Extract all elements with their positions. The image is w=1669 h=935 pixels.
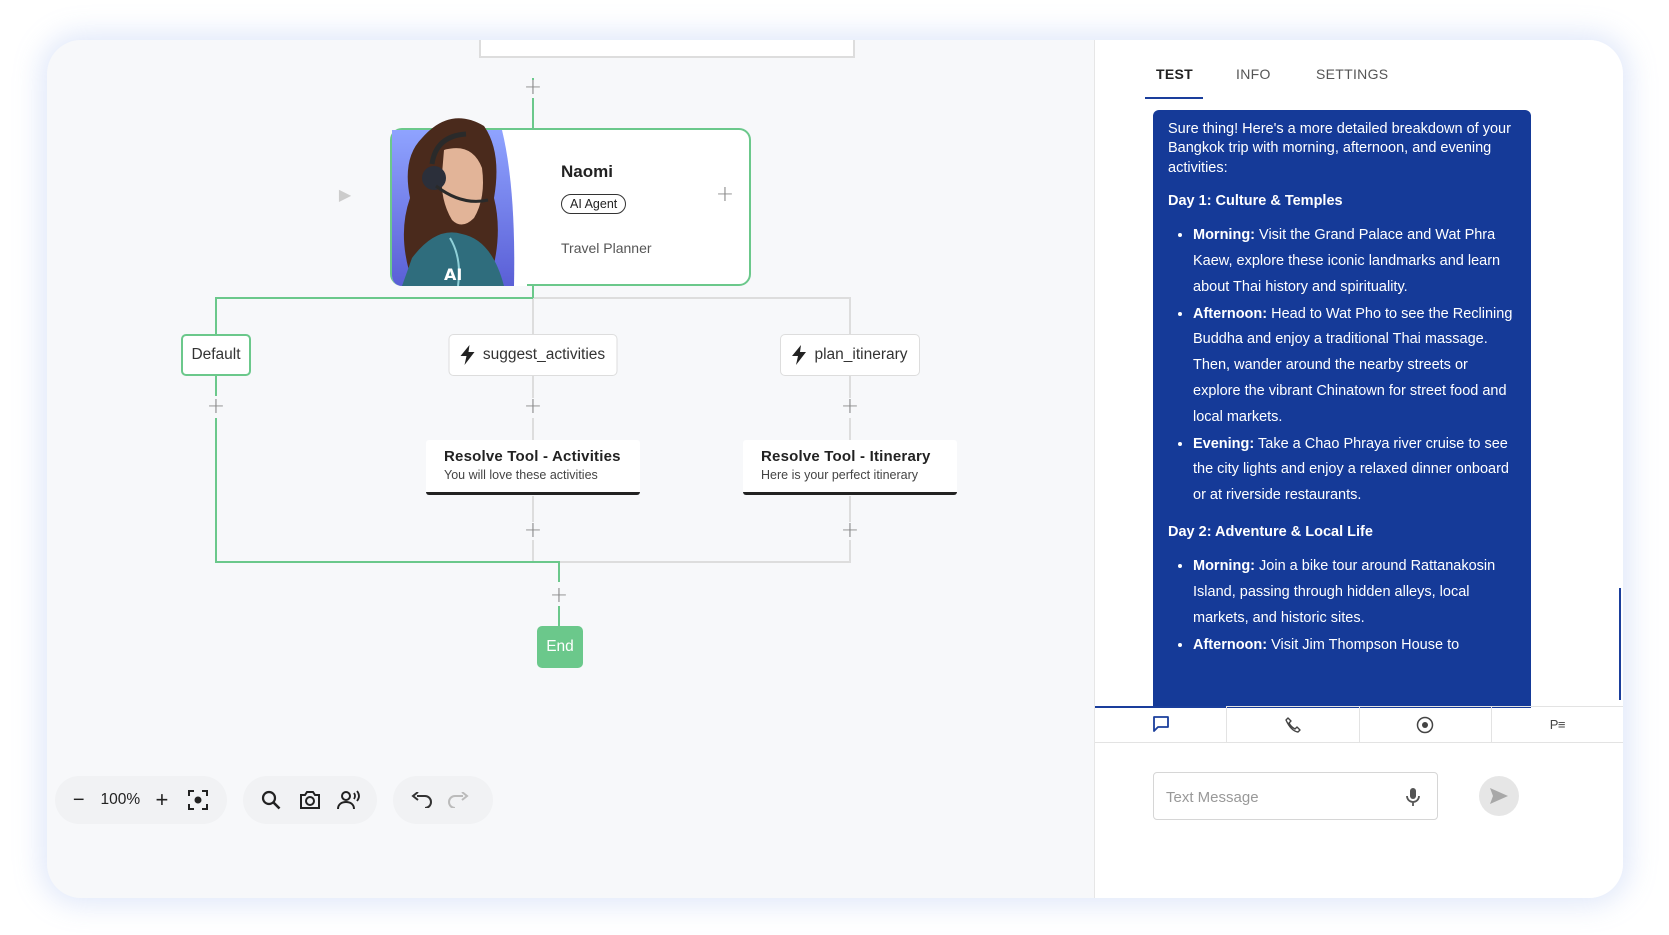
tab-test[interactable]: TEST [1156,66,1193,82]
previous-node[interactable] [479,40,855,58]
focus-icon [188,790,209,810]
tool-subtitle: Here is your perfect itinerary [761,468,919,482]
mic-button[interactable] [1401,785,1425,809]
agent-name: Naomi [561,162,613,181]
connector-active [215,418,560,582]
send-button[interactable] [1479,776,1519,816]
chat-scrollbar[interactable] [1619,588,1621,700]
message-input[interactable] [1166,785,1386,809]
tool-title: Resolve Tool - Activities [444,448,621,465]
add-node-icon[interactable]: + [523,518,543,543]
camera-icon [299,791,320,809]
message-intro: Sure thing! Here's a more detailed break… [1168,121,1511,176]
zoom-in-button[interactable]: + [155,787,169,812]
tab-settings[interactable]: SETTINGS [1316,66,1389,82]
add-node-right-icon[interactable]: + [715,182,735,207]
focus-button[interactable] [184,785,213,815]
chat-icon [1152,716,1169,732]
redo-button[interactable] [443,785,473,815]
agent-portrait-image: AI [392,118,527,286]
active-tab-indicator [1145,97,1203,99]
add-node-icon[interactable]: + [206,394,226,419]
branch-plan-itinerary[interactable]: plan_itinerary [780,334,920,376]
list-item: Evening: Take a Chao Phraya river cruise… [1193,432,1515,509]
tab-info[interactable]: INFO [1236,66,1271,82]
add-node-icon[interactable]: + [549,583,569,608]
add-node-icon[interactable]: + [523,75,543,100]
phone-icon [1285,716,1301,733]
branch-label: suggest_activities [482,346,606,363]
voice-icon [337,790,361,810]
tool-node-activities[interactable]: Resolve Tool - Activities You will love … [426,440,640,495]
tool-node-itinerary[interactable]: Resolve Tool - Itinerary Here is your pe… [743,440,957,495]
search-icon [261,790,281,810]
redo-icon [448,792,469,808]
connector [559,540,851,563]
test-panel: TEST INFO SETTINGS Sure thing! Here's a … [1094,40,1623,898]
app-window: + [47,40,1623,898]
connector [533,297,851,334]
day-activity-list: Morning: Join a bike tour around Rattana… [1168,554,1515,658]
message-composer [1153,772,1438,820]
lightning-icon [460,345,475,365]
day-activity-list: Morning: Visit the Grand Palace and Wat … [1168,223,1515,509]
lightning-icon [792,345,807,365]
assistant-message: Sure thing! Here's a more detailed break… [1153,110,1531,708]
connector-active [215,297,533,334]
microphone-icon [1406,788,1420,806]
undo-button[interactable] [407,785,437,815]
search-button[interactable] [257,785,284,815]
tool-subtitle: You will love these activities [444,468,598,482]
zoom-out-button[interactable]: − [72,788,85,811]
agent-role: Travel Planner [561,240,652,256]
branch-label: plan_itinerary [814,346,908,363]
mode-tab-chat[interactable] [1095,706,1228,742]
zoom-toolbar: − 100% + [55,776,227,824]
add-node-icon[interactable]: + [840,518,860,543]
tool-title: Resolve Tool - Itinerary [761,448,931,465]
voice-button[interactable] [336,785,363,815]
end-node[interactable]: End [537,626,583,668]
agent-avatar: AI [392,108,527,286]
screenshot-button[interactable] [296,785,323,815]
prompt-icon: P≡ [1549,717,1566,732]
mode-tab-call[interactable] [1227,707,1360,742]
agent-type-badge: AI Agent [561,194,627,214]
panel-tabs: TEST INFO SETTINGS [1095,40,1623,100]
list-item: Afternoon: Visit Jim Thompson House to [1193,633,1515,659]
day-heading: Day 1: Culture & Temples [1168,192,1343,209]
history-toolbar [393,776,493,824]
list-item: Afternoon: Head to Wat Pho to see the Re… [1193,302,1515,431]
mode-tab-prompt[interactable]: P≡ [1492,707,1623,742]
undo-icon [411,792,432,808]
branch-suggest-activities[interactable]: suggest_activities [448,334,618,376]
send-icon [1490,788,1508,804]
zoom-level: 100% [100,791,141,808]
list-item: Morning: Join a bike tour around Rattana… [1193,554,1515,631]
tools-toolbar [243,776,377,824]
agent-node[interactable]: AI Naomi AI Agent Travel Planner [390,118,751,286]
branch-default[interactable]: Default [181,334,251,376]
day-heading: Day 2: Adventure & Local Life [1168,523,1373,540]
mode-tabs: P≡ [1095,706,1623,743]
chat-area[interactable]: Sure thing! Here's a more detailed break… [1095,102,1623,708]
record-icon [1416,716,1434,733]
flow-canvas[interactable]: + [47,40,1167,898]
mode-tab-record[interactable] [1360,707,1492,742]
add-node-icon[interactable]: + [523,394,543,419]
play-icon[interactable]: ▶ [338,185,352,204]
add-node-icon[interactable]: + [840,394,860,419]
ai-watermark: AI [444,265,462,284]
list-item: Morning: Visit the Grand Palace and Wat … [1193,223,1515,300]
branch-label: Default [191,346,241,363]
